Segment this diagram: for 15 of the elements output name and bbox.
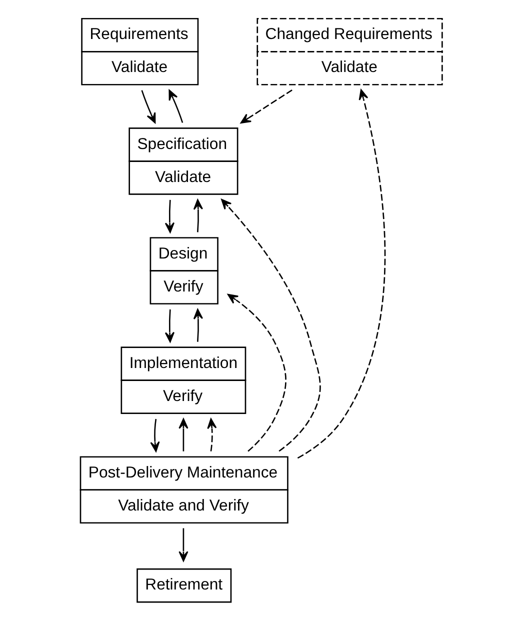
arrow <box>192 308 202 342</box>
arrow <box>206 418 216 452</box>
arrow <box>240 89 292 124</box>
arrow <box>168 90 183 123</box>
arrow <box>150 418 160 452</box>
arrow <box>164 309 174 342</box>
node-box: Retirement <box>136 568 232 603</box>
arrow <box>164 200 174 233</box>
arrow <box>296 89 386 459</box>
arrow <box>192 199 202 232</box>
arrow <box>178 528 188 562</box>
arrow <box>226 294 286 452</box>
arrow <box>140 90 156 124</box>
arrow <box>220 198 320 452</box>
arrow <box>178 418 188 452</box>
